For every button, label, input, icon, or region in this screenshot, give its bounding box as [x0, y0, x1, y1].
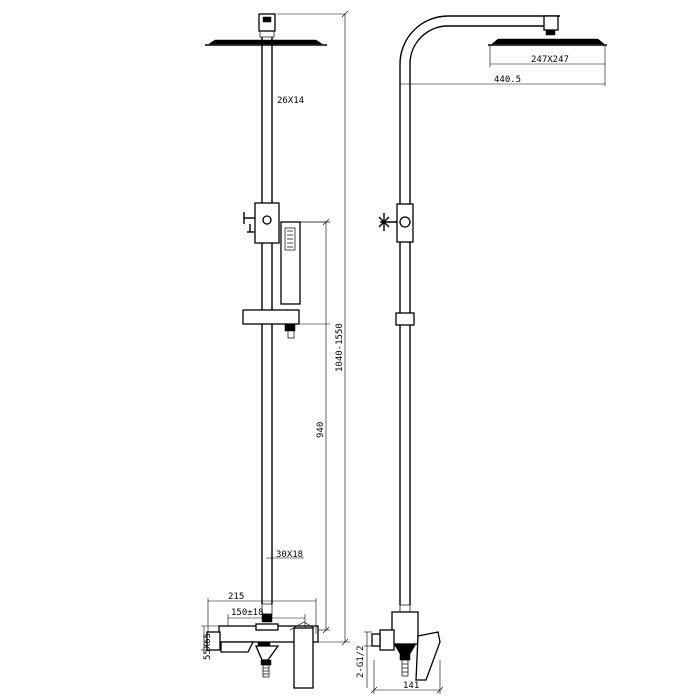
arm-size-label: 26X14: [277, 96, 304, 106]
height-range-label: 1040-1550: [335, 323, 345, 372]
side-mixer: [371, 604, 441, 681]
projection-label: 141: [403, 681, 419, 691]
slide-height-label: 940: [316, 422, 326, 438]
front-dimensions: [201, 10, 350, 651]
side-view: 247X247 440.5 2-G1/2 141: [356, 15, 607, 694]
side-diverter: [378, 203, 414, 243]
front-diverter: [243, 202, 280, 244]
front-view: 26X14 30X18 1040-1550 940 215 150±18 55X…: [201, 10, 350, 689]
thread-label: 2-G1/2: [356, 645, 366, 678]
side-dimensions: [364, 45, 606, 694]
mixer-width-label: 215: [228, 592, 244, 602]
side-riser-arm: [399, 15, 560, 605]
front-hose-connector: [255, 641, 280, 678]
arm-reach-label: 440.5: [494, 75, 521, 85]
side-shower-head: [488, 38, 607, 46]
mixer-body-label: 55X65: [203, 633, 213, 660]
front-mixer: [206, 603, 319, 689]
rail-size-label: 30X18: [276, 550, 303, 560]
front-slide-bracket: [242, 309, 300, 339]
head-size-label: 247X247: [531, 55, 569, 65]
front-shower-head: [205, 13, 327, 46]
front-hand-shower: [280, 221, 330, 305]
mixer-centers-label: 150±18: [231, 608, 264, 618]
side-slide-holder: [395, 312, 415, 326]
